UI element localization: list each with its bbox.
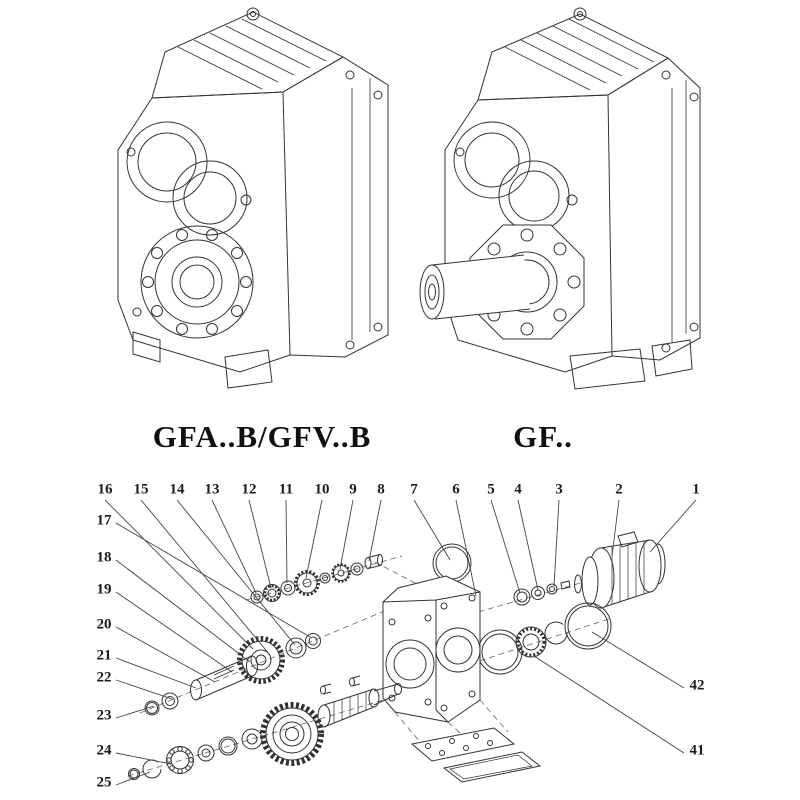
input-gasket-ring <box>432 543 472 583</box>
leader-lines <box>104 499 697 786</box>
callout-2: 2 <box>615 481 623 498</box>
exploded-motor <box>574 531 666 609</box>
callout-19: 19 <box>96 581 112 598</box>
input-small-parts <box>513 580 571 606</box>
callout-5: 5 <box>487 481 495 498</box>
output-bearing-balls <box>166 746 194 774</box>
gearbox-drawing-gf <box>419 7 701 390</box>
callout-12: 12 <box>241 481 257 498</box>
callout-8: 8 <box>377 481 385 498</box>
callout-22: 22 <box>96 669 112 686</box>
upper-parts-row <box>250 554 383 604</box>
callout-21: 21 <box>96 647 112 664</box>
callout-7: 7 <box>410 481 418 498</box>
callout-24: 24 <box>96 742 112 759</box>
callout-41: 41 <box>689 742 705 759</box>
ring-set-right <box>477 602 612 675</box>
bearing-balls <box>142 229 252 335</box>
callout-17: 17 <box>96 512 112 529</box>
model-label-gfab: GFA..B/GFV..B <box>152 419 372 454</box>
callout-25: 25 <box>96 774 112 791</box>
gearbox-drawing-gfab <box>117 7 389 389</box>
callout-23: 23 <box>96 707 112 724</box>
callout-10: 10 <box>314 481 330 498</box>
callout-42: 42 <box>689 677 705 694</box>
callout-9: 9 <box>349 481 357 498</box>
model-label-gf: GF.. <box>513 419 573 454</box>
exploded-view <box>104 499 697 786</box>
callout-3: 3 <box>555 481 563 498</box>
callout-6: 6 <box>452 481 460 498</box>
callout-11: 11 <box>278 481 294 498</box>
callout-20: 20 <box>96 616 112 633</box>
dashed-axes <box>127 555 613 777</box>
callout-18: 18 <box>96 549 112 566</box>
callout-16: 16 <box>97 481 113 498</box>
output-shaft <box>419 254 531 320</box>
exploded-housing <box>382 575 481 723</box>
callout-4: 4 <box>514 481 522 498</box>
cover-plates <box>410 727 542 783</box>
callout-13: 13 <box>204 481 220 498</box>
callout-1: 1 <box>692 481 700 498</box>
callout-14: 14 <box>169 481 185 498</box>
intermediate-gear-group <box>144 633 361 716</box>
callout-15: 15 <box>133 481 149 498</box>
